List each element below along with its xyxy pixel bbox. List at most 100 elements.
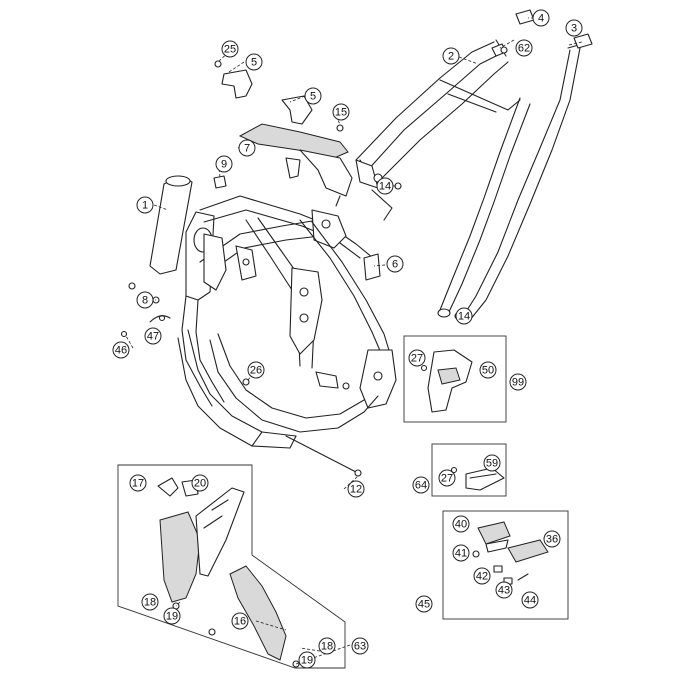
callout-c62: 62 xyxy=(515,39,533,57)
callout-c3: 3 xyxy=(565,19,583,37)
callout-c63: 63 xyxy=(351,637,369,655)
callout-label: 2 xyxy=(448,51,454,63)
callout-c8: 8 xyxy=(136,291,154,309)
callout-label: 3 xyxy=(571,23,577,35)
callout-circle xyxy=(298,651,316,669)
callout-circle xyxy=(144,327,162,345)
callout-circle xyxy=(455,307,473,325)
callout-label: 43 xyxy=(498,585,510,597)
callout-c18a: 18 xyxy=(141,593,159,611)
callout-circle xyxy=(521,591,539,609)
footrest-bracket-59 xyxy=(450,466,505,491)
link-part-6 xyxy=(363,253,381,281)
callout-c5b: 5 xyxy=(304,87,322,105)
callout-circle xyxy=(215,155,233,173)
callout-c99: 99 xyxy=(509,373,527,391)
screw-part-46 xyxy=(120,330,128,338)
callout-c18b: 18 xyxy=(318,637,336,655)
clamp-part-9 xyxy=(213,175,227,189)
callout-label: 25 xyxy=(224,44,236,56)
callout-circle xyxy=(247,361,265,379)
callout-c44: 44 xyxy=(521,591,539,609)
callout-label: 50 xyxy=(482,365,494,377)
callout-label: 59 xyxy=(486,458,498,470)
callout-circle xyxy=(221,40,239,58)
callout-label: 15 xyxy=(335,107,347,119)
callout-circle xyxy=(112,341,130,359)
callout-c42: 42 xyxy=(473,567,491,585)
callout-circle xyxy=(376,177,394,195)
callout-label: 27 xyxy=(441,473,453,485)
callout-label: 4 xyxy=(538,13,544,25)
callout-circle xyxy=(515,39,533,57)
callout-c20: 20 xyxy=(191,474,209,492)
side-stand-bracket-50 xyxy=(420,349,473,413)
bolt-part-8 xyxy=(128,282,166,322)
callout-label: 44 xyxy=(524,595,536,607)
callout-label: 12 xyxy=(350,484,362,496)
callout-label: 14 xyxy=(458,311,470,323)
callout-circle xyxy=(479,361,497,379)
callout-c6: 6 xyxy=(386,255,404,273)
callout-label: 26 xyxy=(250,365,262,377)
callout-label: 36 xyxy=(546,534,558,546)
callout-circle xyxy=(245,53,263,71)
callout-c25: 25 xyxy=(221,40,239,58)
callout-label: 64 xyxy=(415,480,427,492)
callout-circle xyxy=(408,349,426,367)
callout-c17: 17 xyxy=(129,474,147,492)
callout-c19b: 19 xyxy=(298,651,316,669)
airbox-bracket-part-7 xyxy=(238,123,353,207)
callout-label: 63 xyxy=(354,641,366,653)
callout-c1: 1 xyxy=(136,196,154,214)
callout-c5a: 5 xyxy=(245,53,263,71)
callout-label: 41 xyxy=(455,548,467,560)
callout-c46: 46 xyxy=(112,341,130,359)
callout-c47: 47 xyxy=(144,327,162,345)
callout-label: 27 xyxy=(411,353,423,365)
callout-label: 40 xyxy=(455,519,467,531)
subframe-part-2 xyxy=(355,39,583,321)
callout-c12: 12 xyxy=(347,480,365,498)
callout-circle xyxy=(136,196,154,214)
callout-c26: 26 xyxy=(247,361,265,379)
callout-circle xyxy=(163,607,181,625)
callout-circle xyxy=(442,47,460,65)
callout-label: 7 xyxy=(244,143,250,155)
callout-label: 5 xyxy=(251,57,257,69)
group-box-63 xyxy=(117,464,346,669)
callout-circle xyxy=(351,637,369,655)
callout-label: 6 xyxy=(392,259,398,271)
axle-part-12 xyxy=(285,435,362,477)
callout-c40: 40 xyxy=(452,515,470,533)
callout-label: 47 xyxy=(147,331,159,343)
callout-c19a: 19 xyxy=(163,607,181,625)
callout-circle xyxy=(318,637,336,655)
callout-circle xyxy=(332,103,350,121)
callout-c50: 50 xyxy=(479,361,497,379)
callout-circle xyxy=(438,469,456,487)
callout-c14a: 14 xyxy=(376,177,394,195)
callout-circle xyxy=(386,255,404,273)
callout-c27a: 27 xyxy=(408,349,426,367)
callout-c14b: 14 xyxy=(455,307,473,325)
callout-c9: 9 xyxy=(215,155,233,173)
callout-c45: 45 xyxy=(415,595,433,613)
callout-label: 18 xyxy=(144,597,156,609)
group-box-64 xyxy=(431,443,507,497)
callout-circle xyxy=(304,87,322,105)
callout-circle xyxy=(141,593,159,611)
callout-circle xyxy=(129,474,147,492)
callout-c36: 36 xyxy=(543,530,561,548)
callout-circle xyxy=(532,9,550,27)
callout-c7: 7 xyxy=(238,139,256,157)
callout-circle xyxy=(412,476,430,494)
callout-c64: 64 xyxy=(412,476,430,494)
callout-label: 46 xyxy=(115,345,127,357)
callout-circle xyxy=(452,544,470,562)
callout-c43: 43 xyxy=(495,581,513,599)
callout-circle xyxy=(509,373,527,391)
callout-label: 16 xyxy=(234,616,246,628)
brackets-part-5 xyxy=(214,60,313,125)
